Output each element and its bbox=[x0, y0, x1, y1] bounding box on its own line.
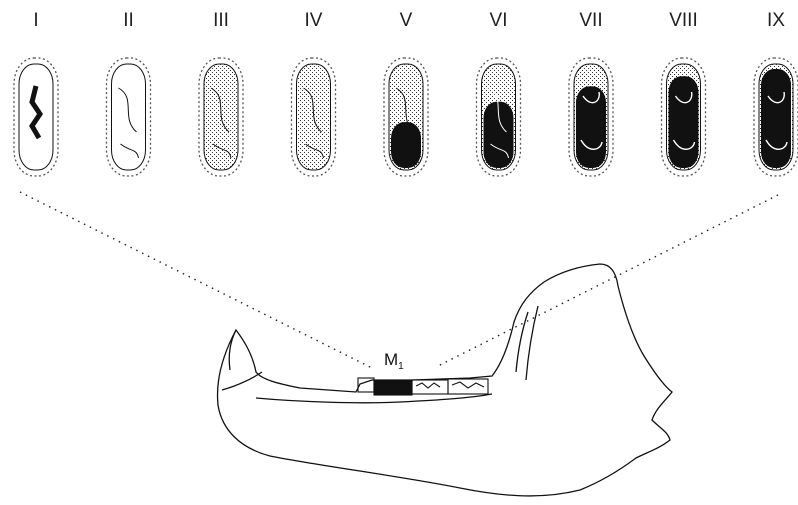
tooth-outline-stage-3 bbox=[199, 58, 243, 176]
guide-lines bbox=[20, 192, 778, 368]
stage-label-6: VI bbox=[490, 10, 508, 31]
dentine-exposure bbox=[576, 86, 606, 168]
symphysis-line bbox=[222, 372, 262, 390]
dentine-exposure bbox=[761, 69, 791, 168]
ramus-inner-edge bbox=[516, 312, 528, 372]
tooth-outlines-row bbox=[14, 58, 798, 176]
tooth-outline-stage-2 bbox=[107, 58, 151, 176]
stage-label-8: VIII bbox=[669, 10, 698, 31]
stage-label-5: V bbox=[400, 10, 413, 31]
tooth-outline-stage-8 bbox=[662, 58, 706, 176]
dentine-exposure bbox=[669, 76, 699, 168]
tooth-outline-stage-4 bbox=[292, 58, 336, 176]
tooth-outline-stage-7 bbox=[569, 58, 613, 176]
tooth-row-in-jaw bbox=[358, 378, 488, 395]
dentine-exposure bbox=[391, 122, 421, 168]
m3-cusps bbox=[452, 382, 484, 388]
stage-label-1: I bbox=[33, 10, 38, 31]
tooth-outline-stage-6 bbox=[477, 58, 521, 176]
m2-cusps bbox=[416, 383, 440, 388]
ramus-inner-edge-2 bbox=[526, 306, 538, 380]
tooth-outline-stage-9 bbox=[754, 58, 798, 176]
guide-line-left bbox=[20, 192, 372, 368]
guide-line-right bbox=[438, 195, 778, 366]
stage-label-7: VII bbox=[579, 10, 602, 31]
stage-label-3: III bbox=[213, 10, 229, 31]
wear-facet-streak bbox=[32, 86, 40, 138]
cusp-pattern bbox=[119, 88, 139, 158]
stage-label-4: IV bbox=[305, 10, 323, 31]
tooth-outline-stage-1 bbox=[14, 58, 58, 176]
m1-label: M1 bbox=[384, 350, 404, 372]
stage-label-2: II bbox=[123, 10, 134, 31]
stage-label-9: IX bbox=[767, 10, 785, 31]
tooth-outline-stage-5 bbox=[384, 58, 428, 176]
m1-tooth bbox=[374, 381, 412, 395]
